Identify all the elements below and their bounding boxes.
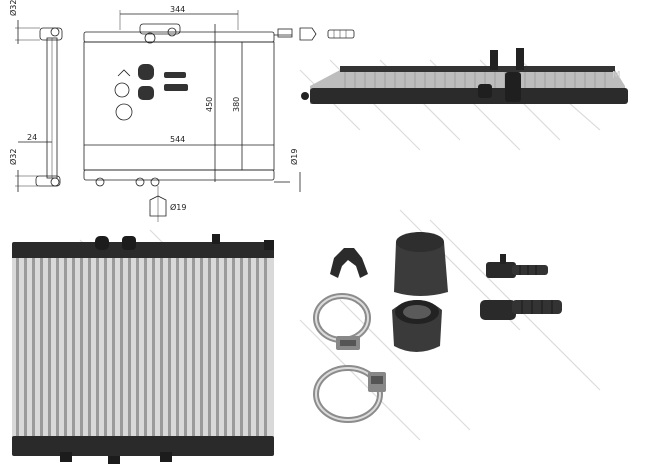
- fin-tube: [224, 258, 227, 438]
- fin-tube: [160, 258, 163, 438]
- bottom-pipe-diameter-label: Ø19: [170, 202, 186, 212]
- fin-tube: [264, 258, 267, 438]
- fin-tube: [16, 258, 19, 438]
- fin-tube: [48, 258, 51, 438]
- technical-drawing: Ø32 24 Ø32 344: [8, 0, 355, 222]
- fin-tube: [136, 258, 139, 438]
- fin-tube: [128, 258, 131, 438]
- fin-tube: [240, 258, 243, 438]
- side-offset-label: 24: [27, 133, 37, 142]
- fin-tube: [40, 258, 43, 438]
- fin-tube: [72, 258, 75, 438]
- fin-tube: [216, 258, 219, 438]
- hose-clamp-lower: [313, 365, 386, 423]
- accessories-sketch: [114, 64, 188, 121]
- fin-tube: [256, 258, 259, 438]
- fin-tube: [112, 258, 115, 438]
- accessory-photos: [313, 232, 562, 423]
- top-width-label: 344: [170, 5, 185, 14]
- radiator-front-photo: [12, 234, 274, 464]
- fin-tube: [144, 258, 147, 438]
- fin-tube: [56, 258, 59, 438]
- fin-tube: [152, 258, 155, 438]
- fin-tube: [120, 258, 123, 438]
- fin-tube: [104, 258, 107, 438]
- connector-long: [480, 300, 562, 320]
- fin-tube: [96, 258, 99, 438]
- outer-height-label: 450: [205, 97, 214, 112]
- fin-tube: [88, 258, 91, 438]
- bottom-fitting: Ø19: [149, 186, 186, 222]
- fin-tube: [192, 258, 195, 438]
- fin-tube: [64, 258, 67, 438]
- rubber-sleeve: [392, 232, 448, 352]
- fin-tube: [32, 258, 35, 438]
- fin-tube: [184, 258, 187, 438]
- fin-tube: [80, 258, 83, 438]
- core-height-label: 380: [232, 97, 241, 112]
- fin-tube: [168, 258, 171, 438]
- fin-tube: [208, 258, 211, 438]
- fin-tube: [176, 258, 179, 438]
- front-view: 344 450 380 544 Ø19: [83, 5, 301, 192]
- inlet-diameter-label: Ø32: [8, 0, 18, 16]
- watermark-letter: M: [612, 70, 621, 81]
- core-width-label: 544: [170, 135, 185, 144]
- fittings-detail: [277, 27, 355, 41]
- hose-clamp-upper: [313, 293, 371, 350]
- fin-tube: [232, 258, 235, 438]
- fin-tube: [200, 258, 203, 438]
- outlet-small-diameter-label: Ø19: [289, 149, 299, 165]
- radiator-top-view: [301, 48, 628, 104]
- side-view: Ø32 24 Ø32: [8, 0, 63, 192]
- connector-short: [486, 254, 548, 278]
- outlet-diameter-label: Ø32: [8, 149, 18, 165]
- fin-tube: [24, 258, 27, 438]
- clip-bracket: [330, 248, 368, 278]
- fin-tube: [248, 258, 251, 438]
- radiator-fins: [16, 258, 267, 438]
